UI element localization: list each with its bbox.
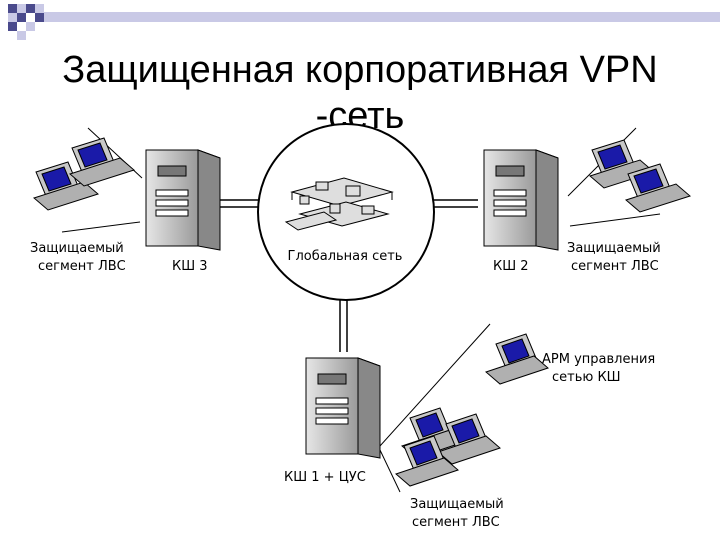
decor-square: [26, 4, 35, 13]
city-map-icon: [284, 177, 394, 231]
server-kw1-icon: [305, 357, 381, 459]
decor-square: [8, 22, 17, 31]
server-kw2-icon: [483, 149, 559, 251]
lan-right-label-2: сегмент ЛВС: [571, 259, 659, 274]
workstation-icon: [68, 137, 136, 187]
workstation-icon: [32, 161, 100, 211]
kw3-label: КШ 3: [172, 259, 208, 274]
decor-square: [8, 4, 17, 13]
link-kw3-global: [220, 199, 262, 208]
workstation-icon: [485, 333, 549, 385]
workstation-icon: [395, 435, 459, 487]
kw1-label: КШ 1 + ЦУС: [284, 470, 366, 485]
global-network-node: [257, 123, 435, 301]
link-global-kw2: [432, 199, 478, 208]
workstation-icon: [624, 163, 692, 213]
decor-square: [35, 4, 44, 13]
slide-title-line1: Защищенная корпоративная VPN: [62, 49, 658, 91]
decor-square: [17, 4, 26, 13]
link-global-kw1: [339, 292, 348, 352]
arm-label-2: сетью КШ: [552, 370, 621, 385]
workstation-icon: [437, 413, 501, 465]
header-line: [44, 12, 720, 22]
global-network-label: Глобальная сеть: [288, 249, 403, 264]
lan-bottom-label-2: сегмент ЛВС: [412, 515, 500, 530]
decor-square: [35, 13, 44, 22]
lan-left-label-2: сегмент ЛВС: [38, 259, 126, 274]
kw2-label: КШ 2: [493, 259, 529, 274]
lan-left-label-1: Защищаемый: [30, 241, 124, 256]
lan-right-label-1: Защищаемый: [567, 241, 661, 256]
decor-square: [17, 31, 26, 40]
lan-bottom-label-1: Защищаемый: [410, 497, 504, 512]
decor-square: [17, 13, 26, 22]
workstation-icon: [588, 139, 656, 189]
server-kw3-icon: [145, 149, 221, 251]
arm-label-1: АРМ управления: [542, 352, 656, 367]
decor-square: [26, 22, 35, 31]
decor-square: [8, 13, 17, 22]
